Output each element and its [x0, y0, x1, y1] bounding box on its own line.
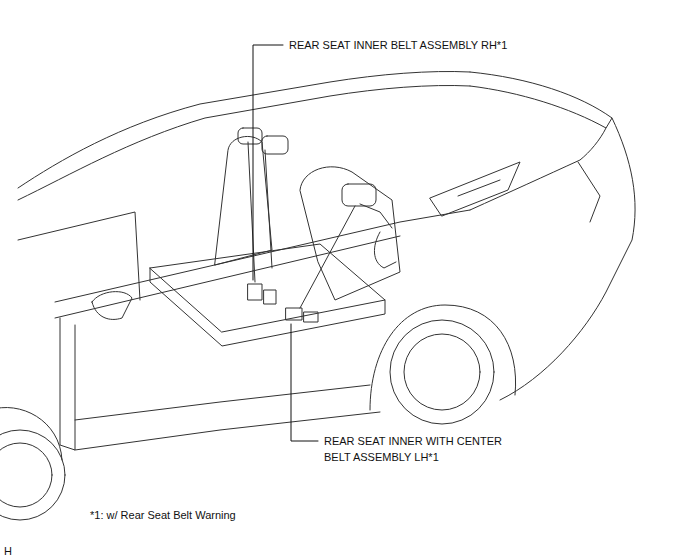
tail-light [458, 180, 500, 196]
leader-line [253, 45, 283, 280]
belt-line [55, 236, 400, 318]
rear-body [578, 162, 600, 222]
rear-hatch [470, 128, 606, 210]
front-wheel [0, 443, 52, 507]
belt-buckle [304, 312, 318, 322]
belt-webbing [300, 206, 355, 308]
roof-line [18, 85, 470, 200]
rear-body [500, 118, 635, 400]
belt-webbing [265, 150, 272, 268]
pillar [18, 212, 140, 300]
quarter-trim [374, 232, 396, 268]
seat-cushion [150, 268, 385, 346]
seatback [215, 136, 272, 265]
headrest [262, 136, 288, 154]
headrest [342, 184, 376, 206]
wheel-arch [0, 407, 62, 460]
tail-light [430, 162, 520, 216]
footnote: *1: w/ Rear Seat Belt Warning [90, 507, 236, 523]
roof-line [18, 71, 470, 188]
leader-line [291, 324, 318, 441]
belt-buckle [248, 284, 262, 300]
headrest [238, 128, 262, 144]
seat-cushion [150, 244, 385, 332]
rear-wheel [404, 334, 480, 410]
front-wheel [0, 430, 65, 520]
quarter-window [360, 204, 392, 228]
spoiler [470, 72, 612, 128]
door-edge [60, 318, 75, 450]
belt-line [55, 210, 470, 302]
belt-buckle [286, 308, 302, 320]
part-name: REAR SEAT INNER BELT ASSEMBLY RH*1 [289, 37, 507, 53]
rear-wheel [390, 320, 494, 424]
part-name: REAR SEAT INNER WITH CENTER BELT ASSEMBL… [324, 433, 529, 465]
belt-webbing [248, 142, 255, 282]
sill [75, 385, 370, 420]
belt-buckle [264, 290, 276, 304]
figure-code: H [4, 543, 12, 559]
side-mirror [92, 292, 132, 320]
